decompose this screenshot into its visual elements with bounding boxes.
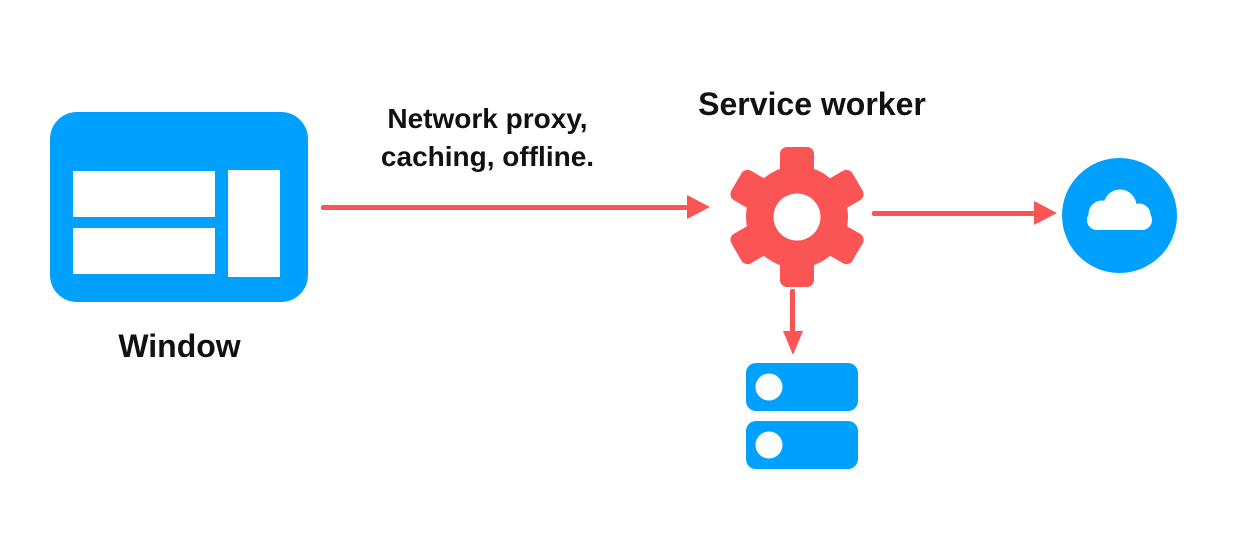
window-label: Window bbox=[118, 328, 241, 364]
arrow-sw-to-storage-shaft bbox=[790, 289, 795, 333]
service-worker-label: Service worker bbox=[698, 86, 926, 122]
service-worker-node bbox=[727, 147, 867, 287]
arrow-sw-to-cloud-shaft bbox=[872, 211, 1035, 216]
arrow-sw-to-cloud-head bbox=[1034, 201, 1057, 225]
cloud-node bbox=[1062, 158, 1177, 273]
browser-window-icon bbox=[50, 112, 308, 302]
arrow-sw-to-storage-head bbox=[783, 331, 803, 355]
arrow-window-to-sw-shaft bbox=[321, 205, 689, 210]
storage-node bbox=[746, 363, 858, 469]
edge-label-line2: caching, offline. bbox=[380, 141, 595, 172]
arrow-window-to-sw-head bbox=[687, 195, 710, 219]
window-node bbox=[50, 112, 308, 302]
edge-label-line1: Network proxy, bbox=[387, 103, 588, 134]
edge-window-to-sw-label: Network proxy, caching, offline. bbox=[360, 100, 615, 176]
gear-icon bbox=[730, 147, 864, 287]
cloud-icon bbox=[1062, 158, 1177, 273]
database-storage-icon bbox=[746, 363, 858, 469]
